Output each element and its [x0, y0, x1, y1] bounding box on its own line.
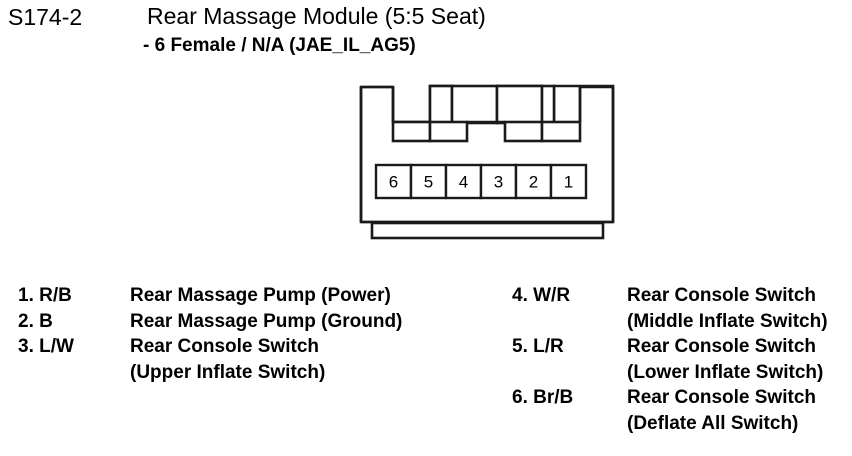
pin-cavity-4: [444, 163, 483, 200]
pin-description-5-line2: (Lower Inflate Switch): [627, 361, 824, 383]
pin-cavity-3: [479, 163, 518, 200]
pin-description-6: Rear Console Switch: [627, 387, 816, 408]
top-tab-4: [540, 84, 556, 125]
pin-number-6: 6: [389, 173, 398, 192]
pin-cavity-1: [549, 163, 588, 200]
pin-description-3-line2: (Upper Inflate Switch): [130, 361, 326, 383]
pinout-row-5: 5. L/R Rear Console Switch: [512, 334, 852, 360]
pinout-list-left: 1. R/B Rear Massage Pump (Power) 2. B Re…: [18, 283, 488, 385]
pin-description-2: Rear Massage Pump (Ground): [130, 310, 403, 332]
pin-cavity-row: 6 5 4 3 2 1: [374, 163, 588, 200]
top-tab-1: [428, 84, 454, 125]
pinout-row-1: 1. R/B Rear Massage Pump (Power): [18, 283, 488, 309]
pin-number-4: 4: [459, 173, 468, 192]
pin-description-4: Rear Console Switch: [627, 285, 816, 306]
pin-label-1: 1. R/B: [18, 285, 72, 306]
pinout-list-right: 4. W/R Rear Console Switch (Middle Infla…: [512, 283, 852, 436]
pin-label-4: 4. W/R: [512, 285, 571, 306]
connector-top-tabs: [428, 84, 556, 125]
pinout-row-4: 4. W/R Rear Console Switch: [512, 283, 852, 309]
mid-shelf-right-1: [503, 120, 544, 143]
connector-diagram: 6 5 4 3 2 1: [350, 80, 630, 245]
pin-cavity-5: [409, 163, 448, 200]
mid-shelf-right-2: [540, 120, 582, 143]
pinout-row-3: 3. L/W Rear Console Switch: [18, 334, 488, 360]
pin-description-5: Rear Console Switch: [627, 336, 816, 357]
pin-description-6-line2: (Deflate All Switch): [627, 412, 799, 434]
pin-description-3: Rear Console Switch: [130, 336, 319, 357]
connector-header: S174-2 Rear Massage Module (5:5 Seat) - …: [0, 0, 852, 72]
pin-number-3: 3: [494, 173, 503, 192]
pin-number-1: 1: [564, 173, 573, 192]
top-tab-2: [450, 84, 499, 125]
connector-subtitle: - 6 Female / N/A (JAE_IL_AG5): [143, 35, 416, 56]
mid-shelf-left-2: [428, 120, 469, 143]
connector-bottom-plate: [370, 221, 605, 240]
pin-cavity-6: [374, 163, 413, 200]
connector-mid-shelves: [391, 120, 582, 143]
pin-description-1: Rear Massage Pump (Power): [130, 285, 391, 306]
pinout-row-6: 6. Br/B Rear Console Switch: [512, 385, 852, 411]
pin-number-2: 2: [529, 173, 538, 192]
mid-shelf-left-1: [391, 120, 432, 143]
connector-id: S174-2: [8, 4, 83, 30]
pin-label-2: 2. B: [18, 310, 53, 332]
pin-label-6: 6. Br/B: [512, 387, 574, 408]
pin-label-5: 5. L/R: [512, 336, 564, 357]
top-tab-3: [495, 84, 544, 125]
pin-description-4-line2: (Middle Inflate Switch): [627, 310, 828, 332]
pin-number-5: 5: [424, 173, 433, 192]
pinout-row-2: 2. B Rear Massage Pump (Ground): [18, 309, 488, 335]
page-title: Rear Massage Module (5:5 Seat): [147, 3, 486, 29]
pin-label-3: 3. L/W: [18, 336, 74, 357]
